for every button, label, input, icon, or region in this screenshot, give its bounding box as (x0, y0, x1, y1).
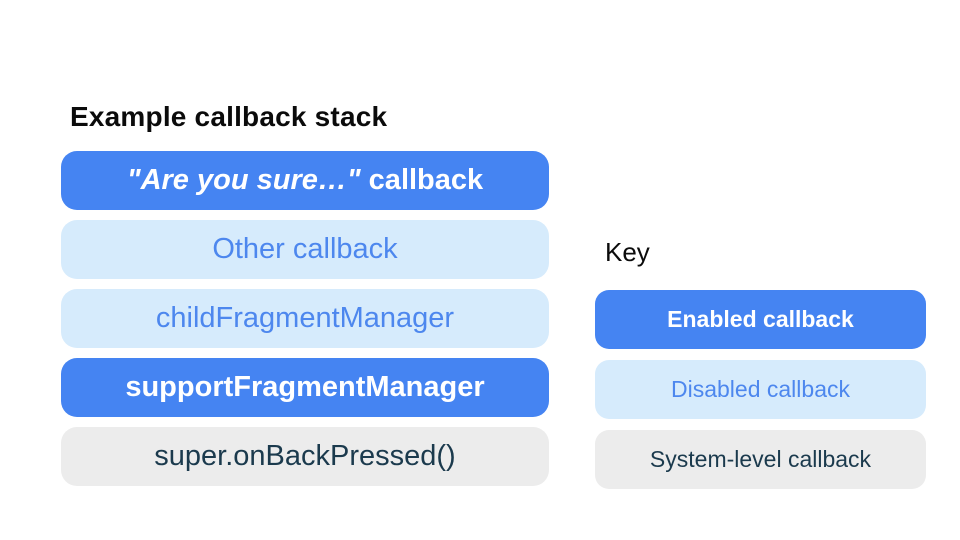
stack-item-other-callback: Other callback (61, 220, 549, 279)
stack-item-super-on-back-pressed: super.onBackPressed() (61, 427, 549, 486)
legend-item-disabled-callback: Disabled callback (595, 360, 926, 419)
stack-item-label-rest: callback (360, 164, 484, 196)
stack-item-child-fragment-manager: childFragmentManager (61, 289, 549, 348)
diagram-title: Example callback stack (70, 101, 388, 132)
legend-item-enabled-callback: Enabled callback (595, 290, 926, 349)
legend-heading: Key (605, 237, 650, 267)
legend-item-system-level-callback: System-level callback (595, 430, 926, 489)
stack-item-are-you-sure-callback: "Are you sure…" callback (61, 151, 549, 210)
stack-item-label-quoted: "Are you sure…" (126, 164, 361, 196)
stack-item-support-fragment-manager: supportFragmentManager (61, 358, 549, 417)
